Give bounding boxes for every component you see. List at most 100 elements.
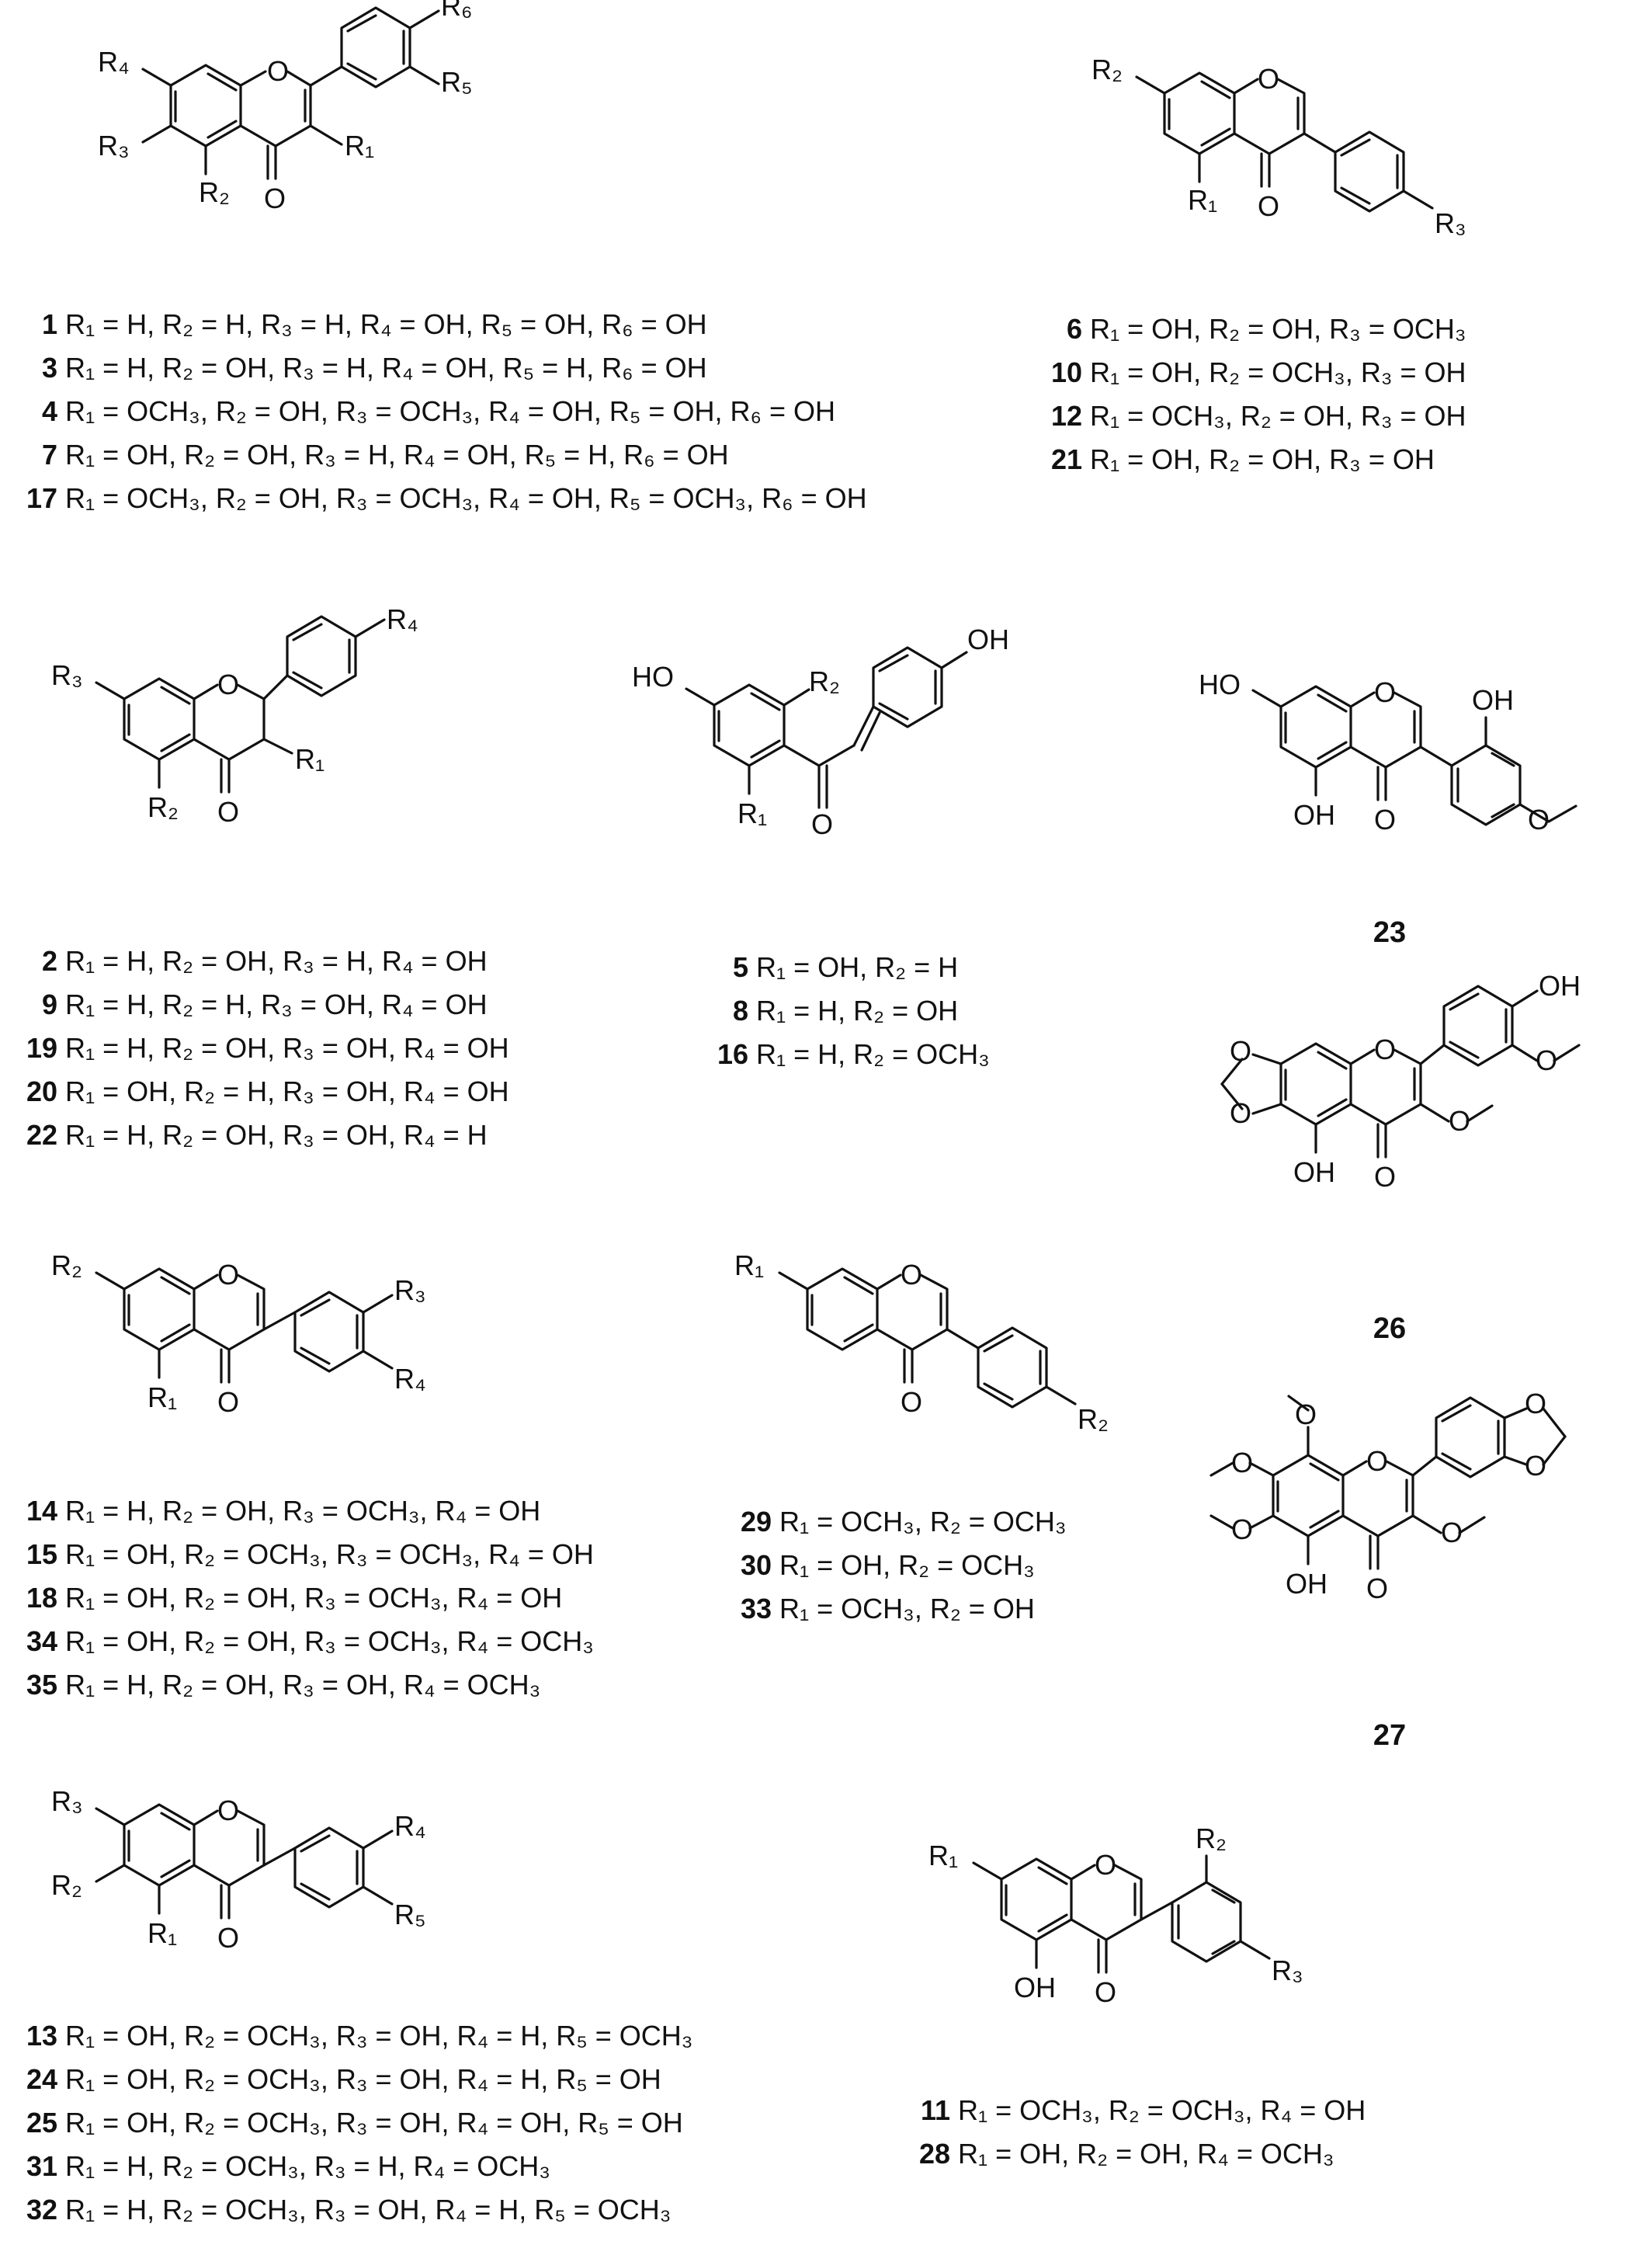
svg-text:O: O	[1525, 1388, 1546, 1419]
svg-text:O: O	[901, 1386, 922, 1418]
structure-isoflavone-5oh-r1-r3: O O R₁ OH R₂ R₃	[908, 1794, 1405, 2050]
svg-text:R₃: R₃	[1435, 207, 1466, 239]
compound-number: 9	[41, 989, 57, 1020]
substituent-text: R₁ = H, R₂ = H, R₃ = OH, R₄ = OH	[65, 989, 488, 1020]
substituent-text: R₁ = OCH₃, R₂ = OCH₃	[779, 1506, 1067, 1538]
svg-text:R₃: R₃	[98, 130, 130, 162]
compound-number: 11	[920, 2094, 950, 2126]
structure-flavanone-r1-r4: O O R₁ R₂ R₃ R₄	[31, 603, 450, 870]
svg-text:O: O	[1449, 1105, 1470, 1137]
compound-number: 8	[732, 995, 748, 1027]
substituent-text: R₁ = OCH₃, R₂ = OCH₃, R₄ = OH	[958, 2094, 1366, 2126]
svg-text:O: O	[1258, 63, 1279, 95]
svg-text:OH: OH	[1293, 799, 1335, 831]
compound-number: 12	[1050, 400, 1082, 432]
svg-text:R₃: R₃	[1272, 1954, 1303, 1986]
substituent-text: R₁ = H, R₂ = OH, R₃ = OH, R₄ = OH	[65, 1032, 509, 1064]
svg-text:O: O	[1366, 1572, 1388, 1604]
compound-label-27: 27	[1373, 1719, 1407, 1752]
structure-compound-23: O O HO OH OH O	[1188, 660, 1652, 893]
compound-number: 32	[26, 2194, 57, 2225]
svg-text:R₂: R₂	[1196, 1822, 1227, 1854]
svg-text:O: O	[1525, 1450, 1546, 1482]
svg-text:R₄: R₄	[98, 46, 130, 78]
svg-text:R₂: R₂	[1078, 1403, 1109, 1435]
svg-text:R₄: R₄	[394, 1810, 426, 1842]
substituent-text: R₁ = OH, R₂ = OCH₃, R₃ = OH, R₄ = OH, R₅…	[65, 2107, 683, 2139]
svg-text:OH: OH	[1293, 1156, 1335, 1188]
svg-text:OH: OH	[1539, 970, 1581, 1002]
svg-text:OH: OH	[1472, 684, 1514, 716]
substituent-text: R₁ = OH, R₂ = OH, R₃ = OH	[1090, 443, 1435, 475]
compound-number: 33	[740, 1593, 772, 1624]
svg-text:O: O	[1095, 1849, 1116, 1881]
structure-isoflavone-r1-r5: O O R₃ R₂ R₁ R₄ R₅	[31, 1739, 512, 1996]
svg-text:O: O	[1230, 1035, 1251, 1067]
substituent-text: R₁ = OH, R₂ = H, R₃ = OH, R₄ = OH	[65, 1075, 509, 1107]
compound-number: 16	[717, 1038, 748, 1070]
svg-text:O: O	[1231, 1513, 1253, 1545]
substituent-text: R₁ = H, R₂ = OH, R₃ = OH, R₄ = H	[65, 1119, 488, 1151]
compound-number: 24	[26, 2063, 57, 2095]
compound-number: 21	[1050, 443, 1082, 475]
compound-number: 10	[1050, 356, 1082, 388]
svg-text:R₁: R₁	[345, 130, 374, 162]
compound-number: 30	[740, 1549, 772, 1581]
svg-text:O: O	[217, 669, 239, 700]
compound-number: 1	[41, 308, 57, 340]
svg-text:OH: OH	[1014, 1972, 1056, 2003]
compound-number: 35	[26, 1669, 57, 1701]
svg-text:O: O	[217, 1795, 239, 1826]
svg-text:O: O	[1230, 1097, 1251, 1129]
compound-number: 29	[740, 1506, 772, 1538]
compound-number: 4	[41, 395, 57, 427]
substituent-text: R₁ = OH, R₂ = OH, R₃ = H, R₄ = OH, R₅ = …	[65, 439, 729, 471]
substituent-text: R₁ = H, R₂ = OH, R₃ = H, R₄ = OH	[65, 945, 488, 977]
svg-text:R₃: R₃	[394, 1274, 426, 1306]
compound-label-26: 26	[1373, 1312, 1407, 1345]
svg-text:R₁: R₁	[1188, 184, 1217, 216]
compound-number: 13	[26, 2020, 57, 2052]
svg-text:OH: OH	[967, 624, 1009, 655]
compound-number: 34	[26, 1625, 57, 1657]
substituent-text: R₁ = H, R₂ = OH, R₃ = OCH₃, R₄ = OH	[65, 1495, 541, 1527]
compound-number: 7	[41, 439, 57, 471]
substituent-text: R₁ = H, R₂ = OH, R₃ = OH, R₄ = OCH₃	[65, 1669, 541, 1701]
substituent-text: R₁ = OH, R₂ = H	[756, 951, 959, 983]
structure-isoflavone-r1-r3: O O R₂ R₁ R₃	[1071, 8, 1568, 264]
structure-isoflavone-r1-r2: O O R₁ R₂	[714, 1204, 1149, 1452]
svg-text:O: O	[1295, 1399, 1317, 1430]
compound-label-23: 23	[1373, 916, 1407, 949]
ring-oxygen-label: O	[267, 55, 289, 87]
substituent-text: R₁ = H, R₂ = OCH₃	[756, 1038, 990, 1070]
compound-number: 3	[41, 352, 57, 384]
substituent-text: R₁ = H, R₂ = OH, R₃ = H, R₄ = OH, R₅ = H…	[65, 352, 707, 384]
svg-text:R₂: R₂	[51, 1869, 82, 1901]
svg-text:R₁: R₁	[295, 743, 324, 775]
compound-number: 20	[26, 1075, 57, 1107]
